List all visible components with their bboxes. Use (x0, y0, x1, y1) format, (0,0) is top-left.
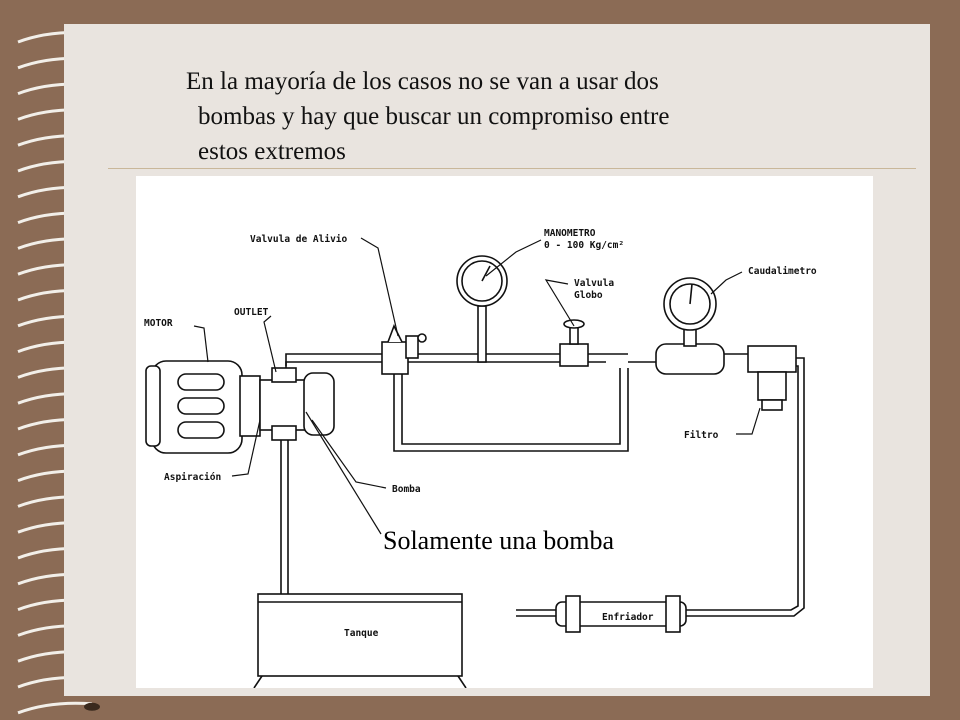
pipe-bypass-loop (393, 368, 629, 452)
label-outlet: OUTLET (234, 307, 269, 318)
pump-callout-text: Solamente una bomba (383, 526, 615, 555)
label-relief-valve: Valvula de Alivio (250, 234, 348, 245)
label-motor: MOTOR (144, 318, 173, 329)
pipe-outlet-to-filter (285, 353, 748, 366)
label-pump: Bomba (392, 484, 421, 495)
label-globe-valve-1: Valvula (574, 278, 614, 289)
label-manometro: MANOMETRO (544, 228, 596, 239)
title-line-2: bombas y hay que buscar un compromiso en… (198, 103, 670, 130)
label-suction: Aspiración (164, 472, 221, 483)
title-line-1: En la mayoría de los casos no se van a u… (186, 68, 659, 95)
label-globe-valve-2: Globo (574, 290, 603, 301)
label-tank: Tanque (344, 628, 379, 639)
hydraulic-circuit-diagram: Valvula de Alivio MANOMETRO 0 - 100 Kg/c… (136, 176, 873, 688)
tank (253, 593, 467, 688)
globe-valve (559, 319, 589, 367)
spiral-ring (17, 701, 93, 715)
slide-title: En la mayoría de los casos no se van a u… (186, 64, 886, 169)
pipe-suction (280, 431, 289, 594)
spiral-hole (84, 702, 100, 711)
filter (747, 345, 797, 411)
title-line-3: estos extremos (198, 138, 346, 165)
label-manometro-range: 0 - 100 Kg/cm² (544, 240, 624, 251)
pipe-return (686, 357, 805, 617)
pressure-gauge (456, 255, 508, 363)
label-filter: Filtro (684, 430, 719, 441)
motor (145, 360, 261, 454)
divider-line (108, 168, 916, 169)
cooler (555, 595, 687, 633)
label-cooler: Enfriador (602, 612, 654, 623)
flow-meter (655, 277, 725, 375)
relief-valve (381, 324, 427, 375)
pump (259, 367, 335, 441)
label-flow-meter: Caudalimetro (748, 266, 817, 277)
